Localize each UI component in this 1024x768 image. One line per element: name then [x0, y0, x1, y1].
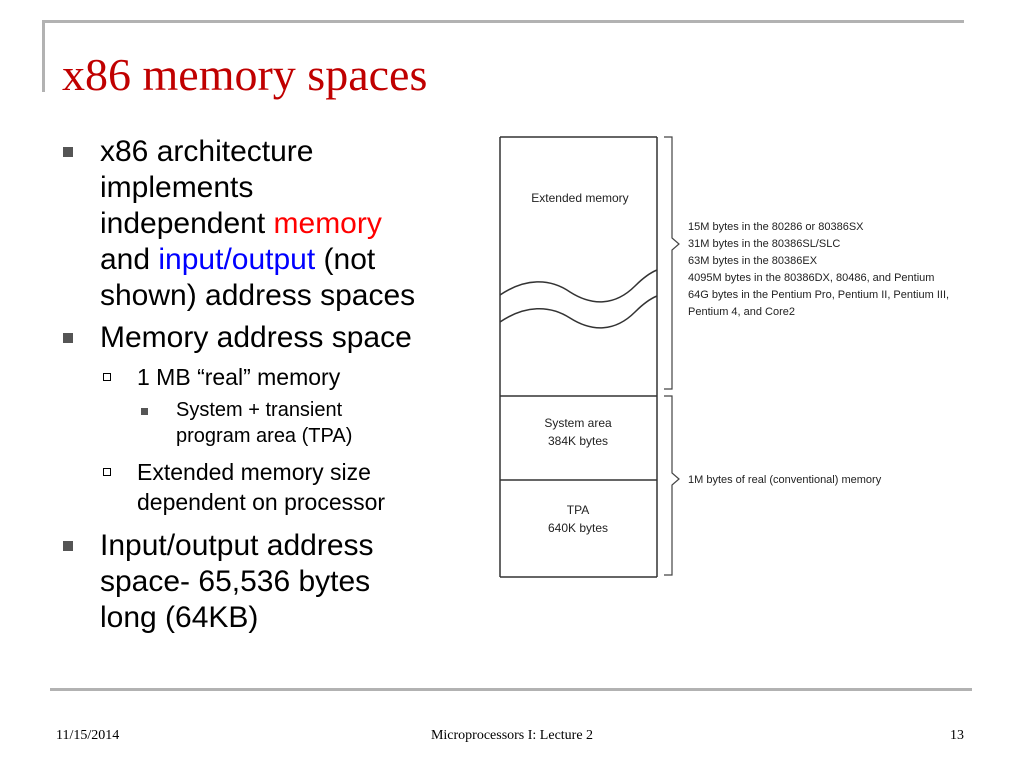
bullet-2: Memory address space — [100, 321, 412, 354]
extended-note-2: 31M bytes in the 80386SL/SLC — [688, 238, 840, 250]
bullet-2-2-line-2: dependent on processor — [137, 489, 386, 515]
break-wave-upper — [499, 269, 658, 303]
bullet-square-icon — [63, 147, 73, 157]
memory-map-diagram: Extended memory System area 384K bytes T… — [499, 136, 949, 578]
footer-date: 11/15/2014 — [56, 728, 120, 743]
footer-page-number: 13 — [950, 728, 964, 743]
bullet-2-2-line-1: Extended memory size — [137, 459, 371, 485]
bullet-2-1: 1 MB “real” memory — [137, 364, 341, 390]
bullet-1-line-2: implements — [100, 171, 254, 204]
bullet-1-line-1: x86 architecture — [100, 135, 314, 168]
break-wave-lower — [499, 295, 658, 329]
bullet-list: x86 architecture implements independent … — [0, 0, 500, 660]
footer-title: Microprocessors I: Lecture 2 — [430, 728, 594, 743]
bullet-3-line-3: long (64KB) — [100, 601, 259, 634]
bullet-square-icon — [63, 333, 73, 343]
tpa-label: TPA — [567, 503, 589, 517]
real-memory-brace — [664, 395, 680, 576]
real-memory-note: 1M bytes of real (conventional) memory — [688, 474, 882, 486]
bullet-1-line-3: independent memory — [100, 206, 382, 242]
extended-note-3: 63M bytes in the 80386EX — [688, 255, 818, 267]
input-output-highlight: input/output — [158, 243, 316, 276]
bullet-3-line-2: space- 65,536 bytes — [100, 565, 371, 598]
extended-memory-brace — [664, 136, 680, 390]
bullet-1-line-5: shown) address spaces — [100, 279, 416, 312]
frame-left-rule — [42, 20, 45, 92]
bullet-2-1-1-line-1: System + transient — [176, 399, 343, 421]
small-square-bullet-icon — [141, 408, 148, 415]
bullet-2-1-1-line-2: program area (TPA) — [176, 425, 353, 447]
memory-highlight: memory — [273, 207, 382, 240]
tpa-size-label: 640K bytes — [548, 521, 608, 535]
extended-memory-label: Extended memory — [531, 191, 628, 205]
system-area-size-label: 384K bytes — [548, 434, 608, 448]
hollow-square-bullet-icon — [103, 373, 111, 381]
extended-note-1: 15M bytes in the 80286 or 80386SX — [688, 221, 864, 233]
extended-note-5: 64G bytes in the Pentium Pro, Pentium II… — [688, 289, 949, 301]
bullet-1-line-4: and input/output (not — [100, 242, 375, 278]
and-text: and — [100, 243, 159, 276]
bullet-1-line-4-tail: (not — [323, 243, 376, 276]
slide-title: x86 memory spaces — [62, 49, 428, 100]
bullet-3-line-1: Input/output address — [100, 529, 374, 562]
frame-bottom-rule — [50, 688, 972, 691]
frame-top-rule — [42, 20, 964, 23]
hollow-square-bullet-icon — [103, 468, 111, 476]
extended-note-6: Pentium 4, and Core2 — [688, 306, 795, 318]
bullet-square-icon — [63, 541, 73, 551]
system-area-label: System area — [544, 416, 612, 430]
bullet-1-line-3-text: independent — [100, 207, 266, 240]
extended-note-4: 4095M bytes in the 80386DX, 80486, and P… — [688, 272, 934, 284]
